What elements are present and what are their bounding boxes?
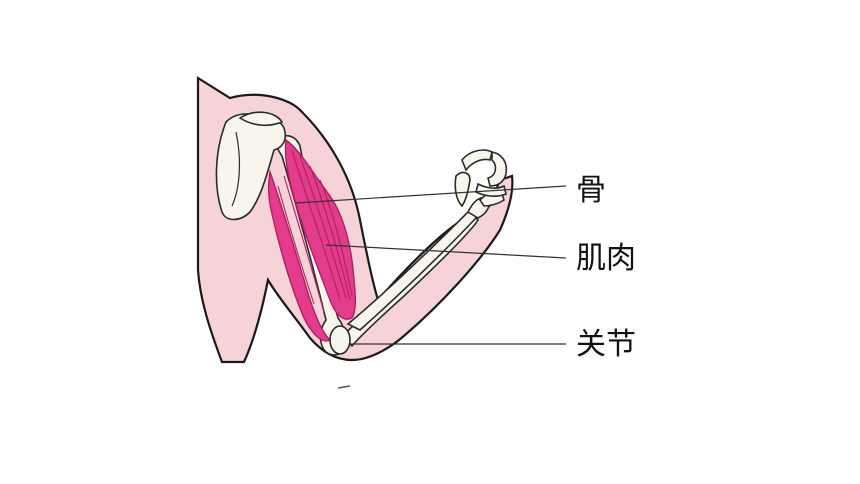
biceps-muscle-lower — [267, 169, 332, 342]
label-bone: 骨 — [576, 173, 606, 208]
elbow-joint-knob — [329, 325, 351, 355]
leader-line-bone — [295, 185, 567, 204]
acromion — [238, 111, 284, 127]
label-joint: 关节 — [576, 327, 636, 362]
scapula-ridge — [231, 131, 241, 207]
hand-bones — [454, 149, 508, 219]
muscle-fibers — [277, 149, 353, 313]
leader-line-muscle — [325, 244, 567, 259]
stray-mark — [337, 385, 351, 389]
label-muscle: 肌肉 — [576, 241, 636, 276]
